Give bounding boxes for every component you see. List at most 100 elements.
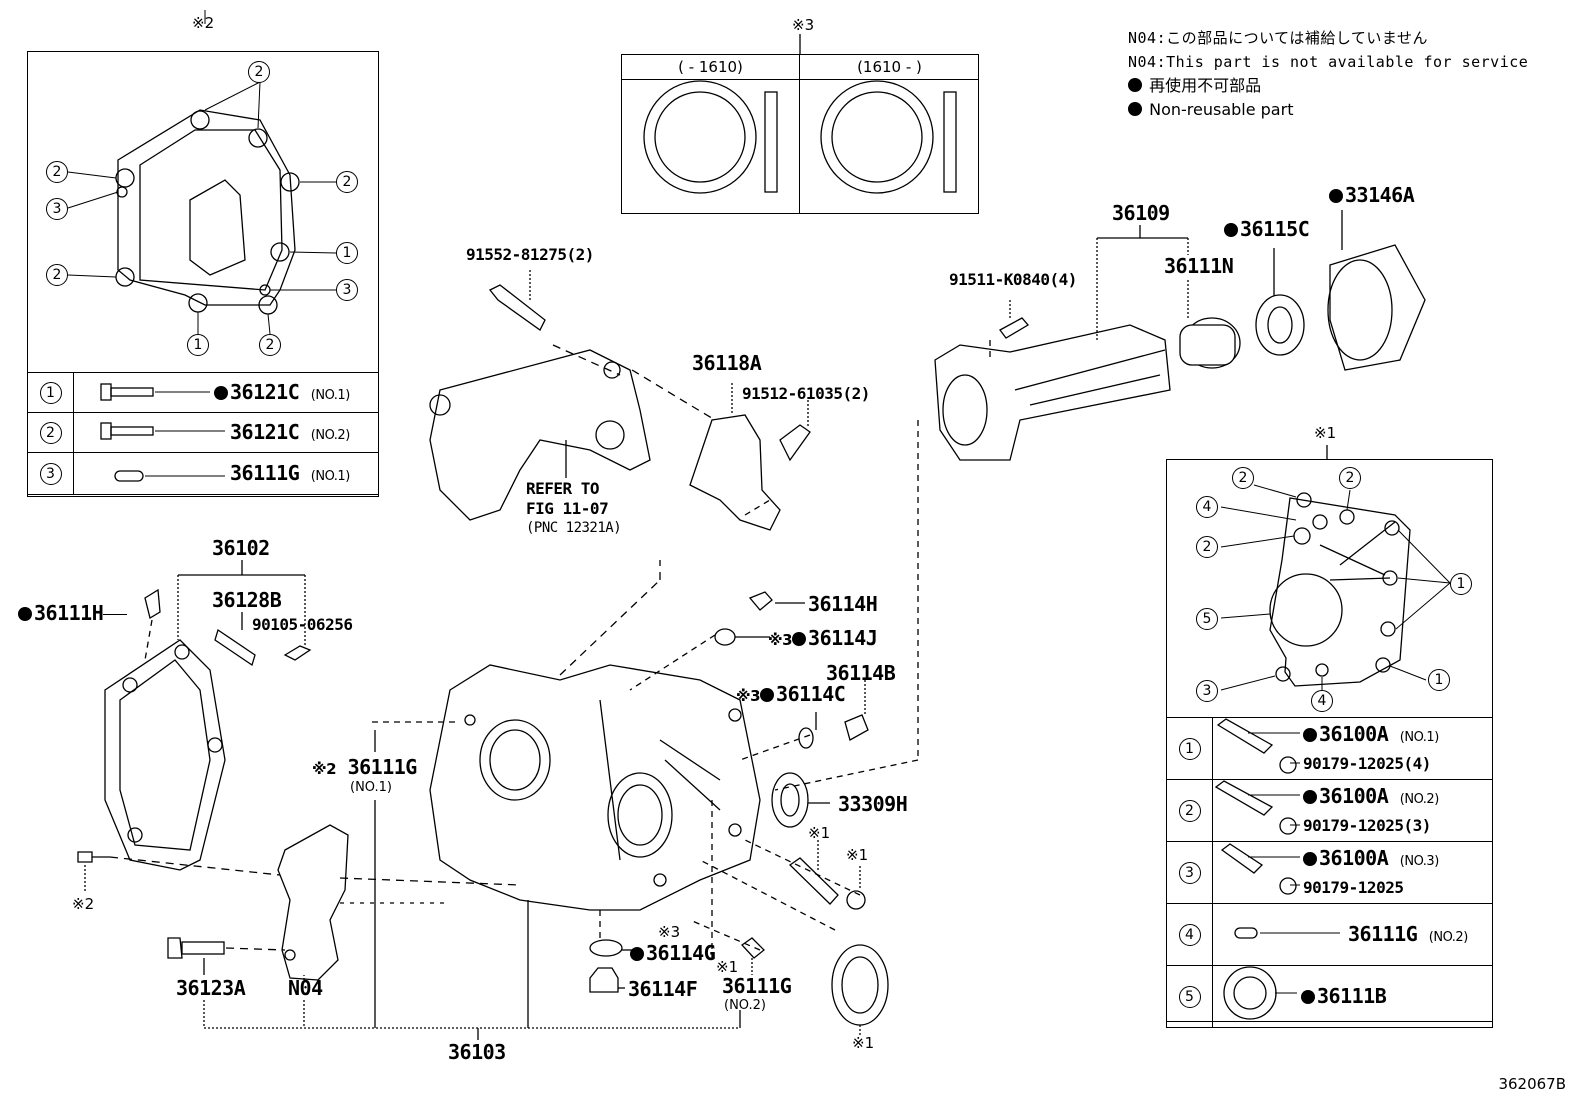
part-36111G-no1[interactable]: ※2 36111G [312, 755, 417, 779]
non-reusable-dot-icon [214, 386, 228, 400]
table-row: 1 36121C (NO.1) [27, 372, 379, 413]
callout-ref1: ※1 [716, 958, 739, 976]
inset-left-title: ※2 [192, 14, 215, 32]
part-number[interactable]: 36111G (NO.1) [230, 461, 350, 485]
extension-housing-drawing [774, 210, 1426, 791]
table-row: 2 36121C (NO.2) [27, 412, 379, 453]
inset-right-title: ※1 [1314, 424, 1337, 442]
non-reusable-dot-icon [1128, 78, 1142, 92]
legend-n04-en: N04:This part is not available for servi… [1128, 53, 1529, 71]
row-number: 4 [1178, 923, 1201, 946]
part-number[interactable]: 36111G (NO.2) [1348, 922, 1468, 946]
table-row: 1 36100A (NO.1) 90179-12025(4) [1166, 717, 1493, 780]
callout-circle: 5 [1196, 608, 1218, 630]
part-number[interactable]: 36100A (NO.3) [1303, 848, 1439, 868]
callout-circle: 2 [259, 334, 281, 356]
part-36103[interactable]: 36103 [448, 1040, 506, 1064]
part-number[interactable]: 36100A (NO.2) [1303, 786, 1439, 806]
callout-circle: 3 [336, 279, 358, 301]
callout-circle: 1 [187, 334, 209, 356]
inset-left-table: 1 36121C (NO.1) 2 36121C (NO.2) 3 36111G… [27, 372, 379, 495]
non-reusable-dot-icon [18, 607, 32, 621]
size-variant-box: ( - 1610) (1610 - ) [621, 54, 979, 214]
callout-circle: 3 [1196, 680, 1218, 702]
part-36114H[interactable]: 36114H [808, 592, 878, 616]
callout-circle: 1 [1450, 573, 1472, 595]
part-36114F[interactable]: 36114F [628, 977, 698, 1001]
legend-nonreusable-jp: 再使用不可部品 [1128, 74, 1528, 98]
legend-nonreusable-en: Non-reusable part [1128, 98, 1528, 122]
nut-part-number[interactable]: 90179-12025(3) [1303, 816, 1431, 835]
legend: N04:この部品については補給していません N04:This part is n… [1128, 26, 1528, 122]
callout-ref1: ※1 [852, 1034, 875, 1052]
part-36111N[interactable]: 36111N [1164, 254, 1234, 278]
row-number: 3 [1178, 861, 1201, 884]
part-36114G[interactable]: 36114G [630, 943, 716, 963]
part-N04[interactable]: N04 [288, 976, 323, 1000]
part-number[interactable]: 36121C (NO.1) [214, 382, 350, 402]
callout-ref2: ※2 [72, 895, 95, 913]
part-36123A[interactable]: 36123A [176, 976, 246, 1000]
cover-36102-drawing [77, 560, 312, 893]
row-number: 5 [1178, 985, 1201, 1008]
gasket-drawing [1269, 445, 1411, 687]
part-number[interactable]: 36100A (NO.1) [1303, 724, 1439, 744]
non-reusable-dot-icon [1303, 852, 1317, 866]
table-row: 3 36100A (NO.3) 90179-12025 [1166, 841, 1493, 904]
part-33309H[interactable]: 33309H [838, 792, 908, 816]
callout-circle: 2 [46, 264, 68, 286]
non-reusable-dot-icon [1303, 790, 1317, 804]
row-number: 2 [39, 421, 62, 444]
part-number[interactable]: 36121C (NO.2) [230, 420, 350, 444]
non-reusable-dot-icon [1301, 990, 1315, 1004]
figure-code: 362067B [1498, 1075, 1566, 1093]
non-reusable-dot-icon [1303, 728, 1317, 742]
callout-ref3: ※3 [792, 16, 815, 34]
part-36111H[interactable]: 36111H [18, 603, 128, 623]
callout-circle: 2 [1339, 467, 1361, 489]
part-91512-61035[interactable]: 91512-61035(2) [742, 384, 870, 403]
part-36114B[interactable]: 36114B [826, 661, 896, 685]
size-col-after-1610: (1610 - ) [857, 58, 922, 76]
table-row: 4 36111G (NO.2) [1166, 903, 1493, 966]
mount-bracket-drawing [429, 270, 811, 531]
part-36118A[interactable]: 36118A [692, 351, 762, 375]
refer-note-line3[interactable]: (PNC 12321A) [526, 520, 622, 536]
non-reusable-dot-icon [1128, 102, 1142, 116]
callout-ref3: ※3 [658, 923, 681, 941]
table-row: 5 36111B [1166, 965, 1493, 1028]
non-reusable-dot-icon [792, 632, 807, 646]
refer-note-line2: FIG 11-07 [526, 499, 609, 518]
callout-circle: 4 [1311, 690, 1333, 712]
callout-circle: 4 [1196, 496, 1218, 518]
nut-part-number[interactable]: 90179-12025 [1303, 878, 1404, 897]
part-36111G-no1-suffix: (NO.1) [350, 780, 392, 795]
part-36115C[interactable]: 36115C [1224, 219, 1310, 239]
nut-part-number[interactable]: 90179-12025(4) [1303, 754, 1431, 773]
non-reusable-dot-icon [1329, 189, 1343, 203]
part-36102[interactable]: 36102 [212, 536, 270, 560]
non-reusable-dot-icon [630, 947, 644, 961]
part-91552-81275[interactable]: 91552-81275(2) [466, 245, 594, 264]
part-36111G-no2-suffix: (NO.2) [724, 998, 766, 1013]
part-90105-06256[interactable]: 90105-06256 [252, 615, 353, 634]
callout-ref1: ※1 [846, 846, 869, 864]
part-33146A[interactable]: 33146A [1329, 185, 1415, 205]
part-91511-K0840[interactable]: 91511-K0840(4) [949, 270, 1077, 289]
row-number: 1 [39, 381, 62, 404]
table-row: 2 36100A (NO.2) 90179-12025(3) [1166, 779, 1493, 842]
size-col-before-1610: ( - 1610) [678, 58, 743, 76]
part-36111G-no2[interactable]: 36111G [722, 974, 792, 998]
part-36128B[interactable]: 36128B [212, 588, 282, 612]
callout-circle: 1 [336, 242, 358, 264]
callout-ref1: ※1 [808, 824, 831, 842]
part-36109[interactable]: 36109 [1112, 201, 1170, 225]
callout-circle: 2 [1196, 536, 1218, 558]
part-number[interactable]: 36111B [1301, 986, 1387, 1006]
row-number: 1 [1178, 737, 1201, 760]
row-number: 3 [39, 462, 62, 485]
callout-circle: 2 [336, 171, 358, 193]
inset-left-box [27, 51, 379, 497]
